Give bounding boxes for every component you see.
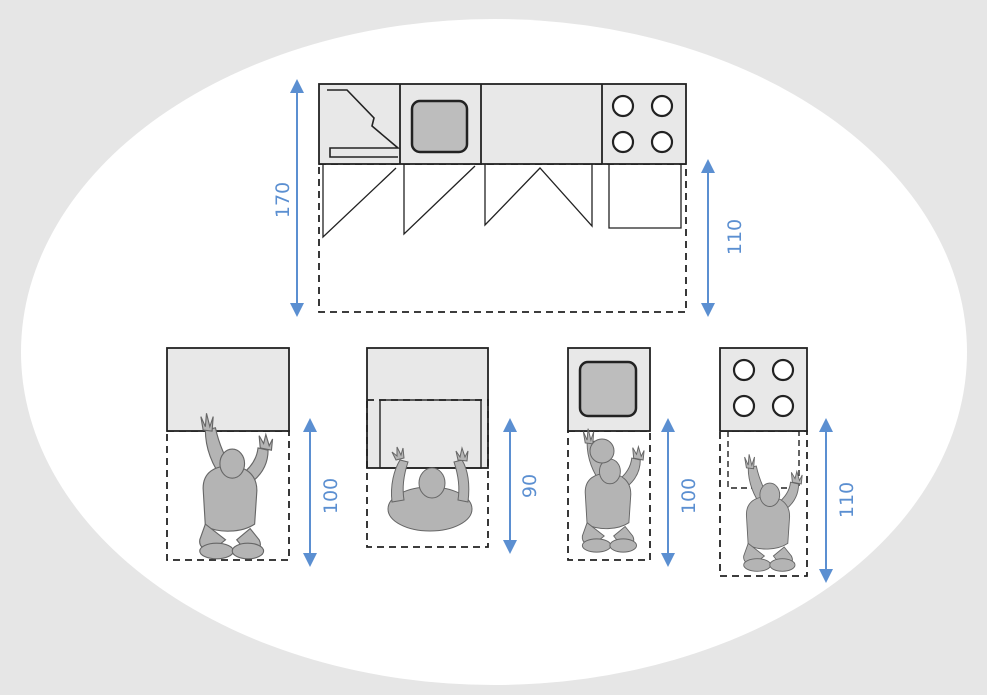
kitchen-run xyxy=(318,83,687,313)
dimension-kitchen-total: 170 xyxy=(272,182,294,218)
cabinet-door-icon xyxy=(322,164,397,239)
clearance-zone xyxy=(366,399,489,548)
cooktop-icon xyxy=(611,94,674,154)
dimension-counter-work: 100 xyxy=(320,478,342,514)
open-cabinet-icon xyxy=(327,89,401,158)
sink-icon xyxy=(578,360,638,418)
stove-cabinet xyxy=(719,347,808,432)
cabinet-door-icon xyxy=(484,164,593,228)
dimension-counter-reach: 90 xyxy=(519,474,541,498)
countertop xyxy=(166,347,290,432)
clearance-zone xyxy=(719,430,808,577)
kitchen-counter xyxy=(318,83,687,165)
person-hand-icon xyxy=(589,438,615,464)
door-swings xyxy=(322,164,682,239)
countertop xyxy=(366,347,489,469)
station-stove: 110 xyxy=(719,347,858,583)
station-counter-work: 100 xyxy=(166,347,342,567)
dimension-kitchen-front: 110 xyxy=(724,219,746,255)
person-icon xyxy=(387,446,473,532)
station-counter-reach: 90 xyxy=(366,347,541,554)
drawer-icon xyxy=(608,164,682,229)
cabinet-door-icon xyxy=(403,164,476,236)
dimension-sink-work: 100 xyxy=(678,478,700,514)
backdrop-oval xyxy=(21,19,967,685)
dimension-stove-work: 110 xyxy=(836,482,858,518)
cooktop-icon xyxy=(732,358,795,418)
sink-icon xyxy=(410,99,469,154)
station-sink: 100 xyxy=(567,347,700,567)
